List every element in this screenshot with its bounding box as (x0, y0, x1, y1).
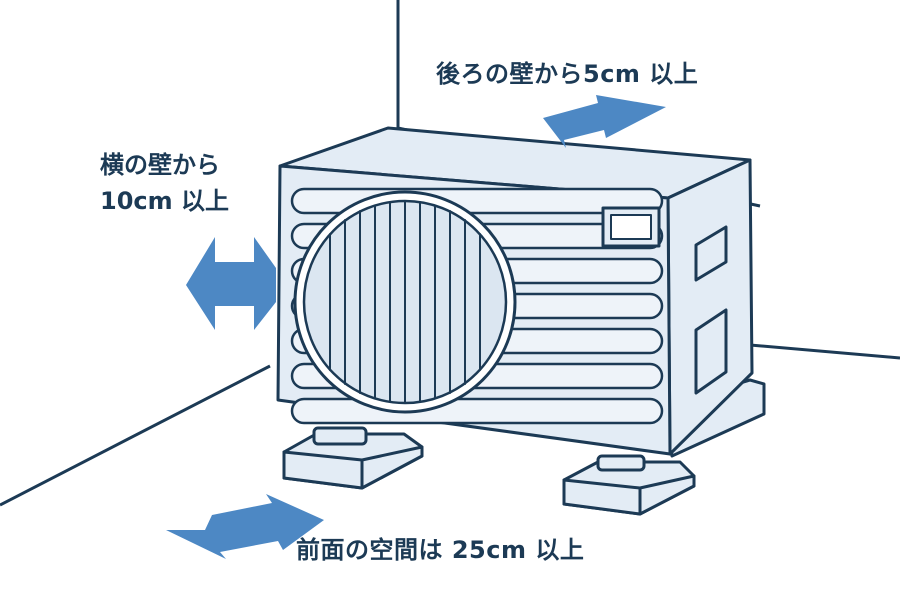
side-panel-lower (694, 308, 728, 395)
left-foot (282, 426, 424, 490)
slat (290, 397, 664, 425)
side-arrow-icon (186, 237, 276, 330)
side-clearance-line-1: 横の壁から (100, 151, 220, 179)
fan (293, 190, 517, 414)
side-clearance-line-2: 10cm 以上 (100, 187, 229, 215)
fan-bars (329, 200, 481, 404)
floor-left-edge (0, 364, 271, 507)
back-arrow-icon (543, 95, 666, 148)
side-panel-upper (694, 225, 728, 282)
floor-right-edge (749, 343, 900, 360)
front-clearance-label: 前面の空間は 25cm 以上 (296, 536, 585, 564)
outdoor-unit (276, 126, 766, 516)
name-plate-inner (610, 214, 652, 240)
back-clearance-label: 後ろの壁から5cm 以上 (436, 60, 699, 88)
right-foot (562, 454, 696, 516)
side-clearance-label: 横の壁から 10cm 以上 (100, 147, 229, 219)
front-arrow-icon (166, 494, 324, 559)
